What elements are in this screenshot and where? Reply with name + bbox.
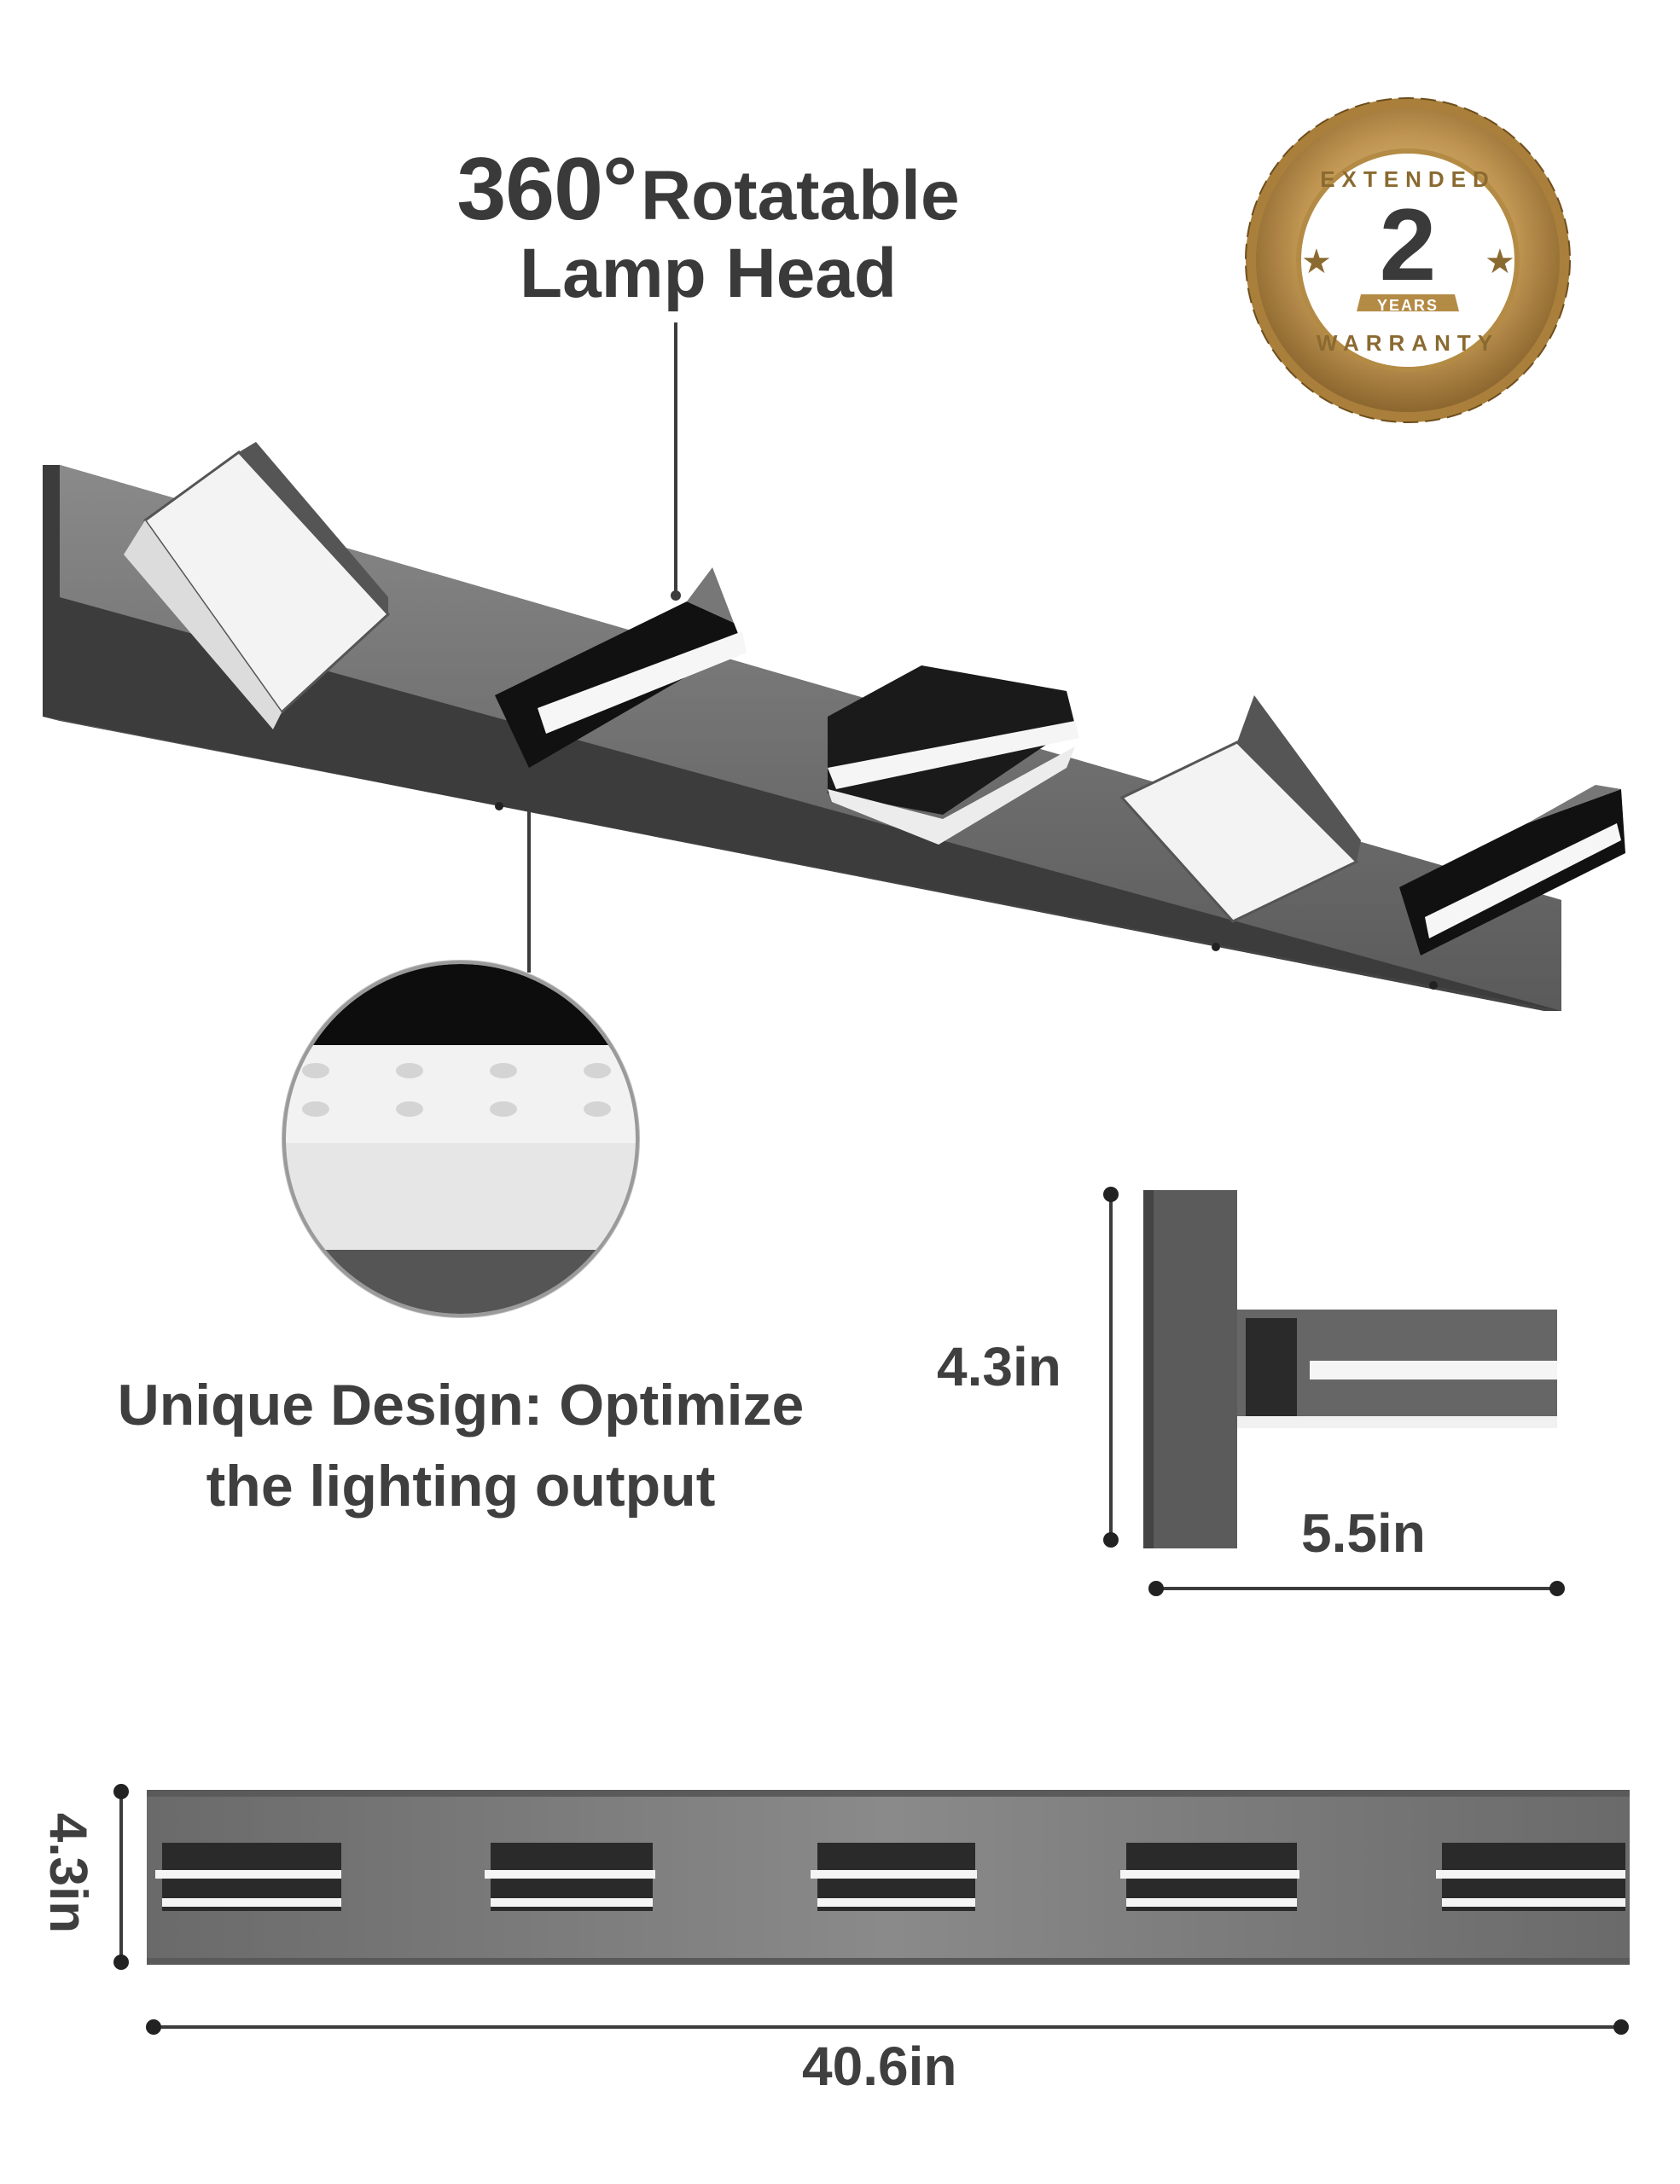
seal-warranty: WARRANTY	[1316, 330, 1500, 356]
warranty-seal: ★ ★	[1245, 97, 1571, 423]
lamp-head-4	[1119, 695, 1361, 923]
front-length-label: 40.6in	[802, 2036, 957, 2097]
seal-number: 2	[1379, 188, 1437, 302]
seal-years: YEARS	[1376, 297, 1439, 314]
side-depth-label: 5.5in	[1301, 1502, 1426, 1564]
side-height-label: 4.3in	[937, 1336, 1061, 1397]
feature-description: Unique Design: Optimize the lighting out…	[60, 1365, 862, 1527]
detail-zoom-circle	[282, 960, 640, 1318]
description-line-2: the lighting output	[206, 1454, 716, 1519]
headline-lamp-head: Lamp Head	[520, 235, 897, 312]
headline: 360° Rotatable Lamp Head	[324, 145, 1092, 309]
lamp-head-1	[124, 442, 391, 729]
lamp-head-5	[1399, 785, 1625, 956]
warranty-seal-text: EXTENDED 2 YEARS WARRANTY	[1246, 98, 1570, 422]
headline-rotatable: Rotatable	[640, 157, 960, 235]
description-line-1: Unique Design: Optimize	[117, 1373, 805, 1438]
fixture-angled-view	[43, 442, 1625, 1011]
svg-text:★: ★	[1301, 243, 1332, 281]
fixture-side-view	[1143, 1190, 1557, 1548]
svg-text:★: ★	[1485, 243, 1515, 281]
front-height-label: 4.3in	[38, 1812, 98, 1933]
fixture-front-view	[147, 1790, 1630, 1965]
lamp-head-2	[495, 567, 747, 768]
lamp-head-3	[828, 665, 1079, 845]
headline-degree: 360°	[456, 140, 637, 239]
seal-extended: EXTENDED	[1320, 166, 1496, 192]
